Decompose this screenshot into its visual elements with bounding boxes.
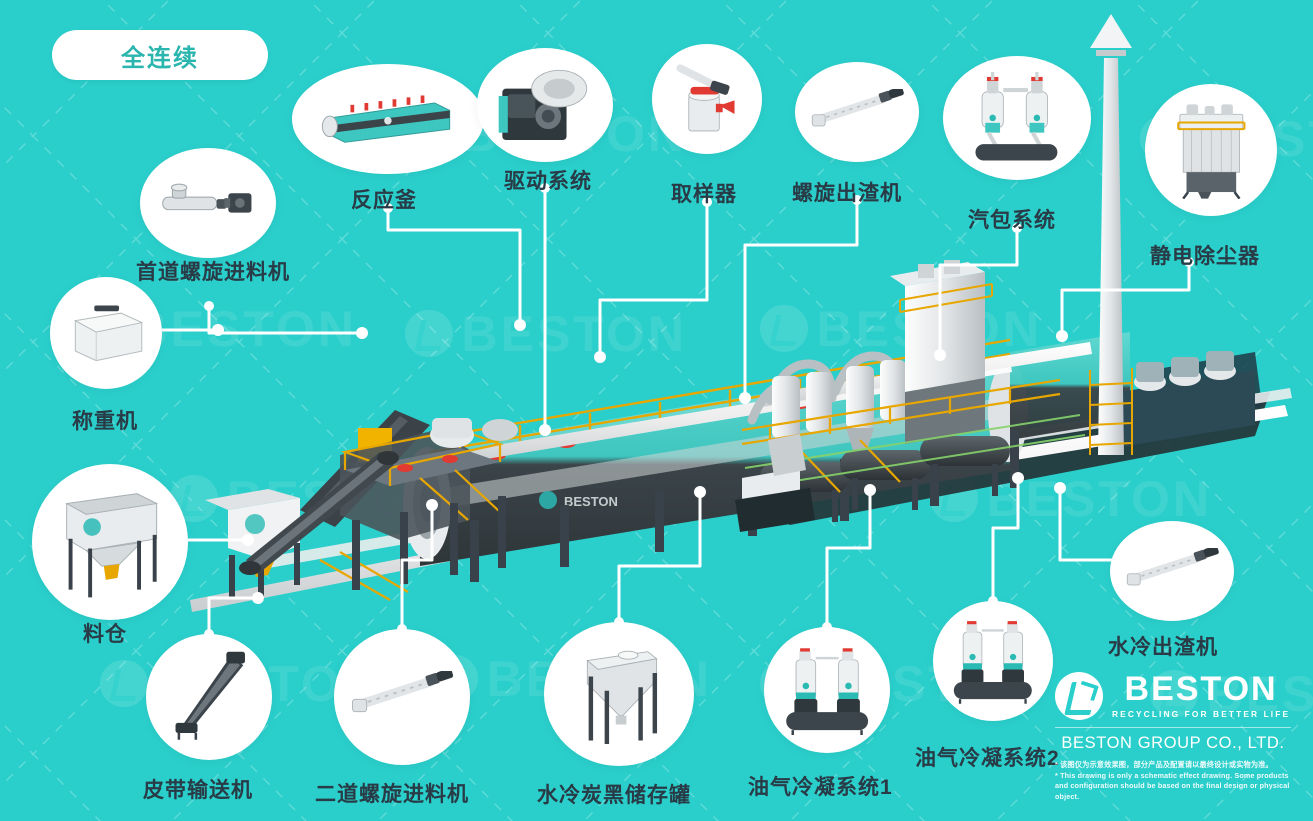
callout-label-reactor: 反应釜: [351, 189, 417, 212]
callout-bubble-drive-system[interactable]: [477, 48, 613, 162]
callout-bubble-silo[interactable]: [32, 464, 188, 620]
callout-bubble-steam-drum-system[interactable]: [943, 56, 1091, 180]
title-badge: 全连续: [52, 30, 268, 80]
callout-bubble-water-cooled-carbon-black-tank[interactable]: [544, 622, 694, 766]
screw-feeder-icon: [140, 148, 276, 258]
beston-watermark-text: BESTON: [461, 306, 687, 362]
beston-watermark: BESTON: [760, 300, 1042, 358]
precipitator-icon: [1145, 84, 1277, 216]
callout-bubble-water-cooled-slag-discharger[interactable]: [1110, 521, 1234, 621]
brand-company-name: BESTON GROUP CO., LTD.: [1061, 733, 1285, 752]
drive-system-icon: [477, 48, 613, 162]
callout-label-second-screw-feeder: 二道螺旋进料机: [315, 783, 469, 806]
callout-bubble-oil-gas-condensing-system-2[interactable]: [933, 601, 1053, 721]
brand-tagline: RECYCLING FOR BETTER LIFE: [1112, 709, 1291, 720]
beston-watermark-text: BESTON: [986, 471, 1212, 527]
beston-watermark-text: BESTON: [816, 301, 1042, 357]
callout-label-silo: 料仓: [83, 623, 127, 646]
reactor-icon: [292, 64, 484, 174]
svg-text:BESTON: BESTON: [564, 494, 618, 509]
callout-label-screw-slag-discharger: 螺旋出渣机: [792, 182, 902, 205]
beston-watermark: BESTON: [930, 470, 1212, 528]
callout-bubble-weighing-machine[interactable]: [50, 277, 162, 389]
disclaimer-en: * This drawing is only a schematic effec…: [1055, 770, 1290, 802]
screw-conveyor-icon: [795, 62, 919, 162]
callout-label-weighing-machine: 称重机: [72, 410, 138, 433]
steam-drum-icon: [943, 56, 1091, 180]
beston-watermark-text: BESTON: [226, 471, 452, 527]
beston-watermark-text: BESTON: [131, 301, 357, 357]
callout-label-drive-system: 驱动系统: [504, 170, 592, 193]
callout-label-water-cooled-carbon-black-tank: 水冷炭黑储存罐: [537, 784, 691, 807]
callout-bubble-second-screw-feeder[interactable]: [334, 629, 470, 765]
brand-block: BESTON RECYCLING FOR BETTER LIFE BESTON …: [1055, 670, 1291, 803]
belt-conveyor-icon: [146, 634, 272, 760]
callout-label-electrostatic-precipitator: 静电除尘器: [1150, 245, 1260, 268]
screw-conveyor-icon: [334, 629, 470, 765]
carbon-tank-icon: [544, 622, 694, 766]
callout-label-sampler: 取样器: [671, 183, 737, 206]
callout-label-belt-conveyor: 皮带输送机: [143, 779, 253, 802]
title-badge-label: 全连续: [121, 44, 199, 72]
beston-logo-icon: [1055, 671, 1103, 720]
callout-bubble-first-screw-feeder[interactable]: [140, 148, 276, 258]
beston-watermark-logo-icon: [100, 659, 148, 707]
callout-bubble-reactor[interactable]: [292, 64, 484, 174]
brand-disclaimer: * 该图仅为示意效果图，部分产品及配置请以最终设计或实物为准。 * This d…: [1055, 760, 1291, 803]
sampler-icon: [652, 44, 762, 154]
condenser-icon: [764, 627, 890, 753]
callout-bubble-oil-gas-condensing-system-1[interactable]: [764, 627, 890, 753]
beston-watermark-logo-icon: [930, 474, 978, 522]
weigher-icon: [50, 277, 162, 389]
brand-divider: [1055, 726, 1291, 728]
beston-watermark: BESTON: [405, 305, 687, 363]
silo-icon: [32, 464, 188, 620]
callout-label-steam-drum-system: 汽包系统: [968, 209, 1056, 232]
callout-label-first-screw-feeder: 首道螺旋进料机: [136, 261, 290, 284]
callout-bubble-screw-slag-discharger[interactable]: [795, 62, 919, 162]
beston-watermark-logo-icon: [405, 309, 453, 357]
callout-label-water-cooled-slag-discharger: 水冷出渣机: [1108, 636, 1218, 659]
callout-bubble-sampler[interactable]: [652, 44, 762, 154]
callout-label-oil-gas-condensing-system-1: 油气冷凝系统1: [748, 776, 893, 799]
beston-watermark: BESTON: [170, 470, 452, 528]
callout-label-oil-gas-condensing-system-2: 油气冷凝系统2: [915, 747, 1060, 770]
condenser-icon: [933, 601, 1053, 721]
brand-wordmark: BESTON: [1124, 670, 1278, 709]
disclaimer-cn: * 该图仅为示意效果图，部分产品及配置请以最终设计或实物为准。: [1055, 759, 1273, 769]
callout-bubble-electrostatic-precipitator[interactable]: [1145, 84, 1277, 216]
beston-watermark-logo-icon: [760, 304, 808, 352]
callout-bubble-belt-conveyor[interactable]: [146, 634, 272, 760]
screw-conveyor-icon: [1110, 521, 1234, 621]
